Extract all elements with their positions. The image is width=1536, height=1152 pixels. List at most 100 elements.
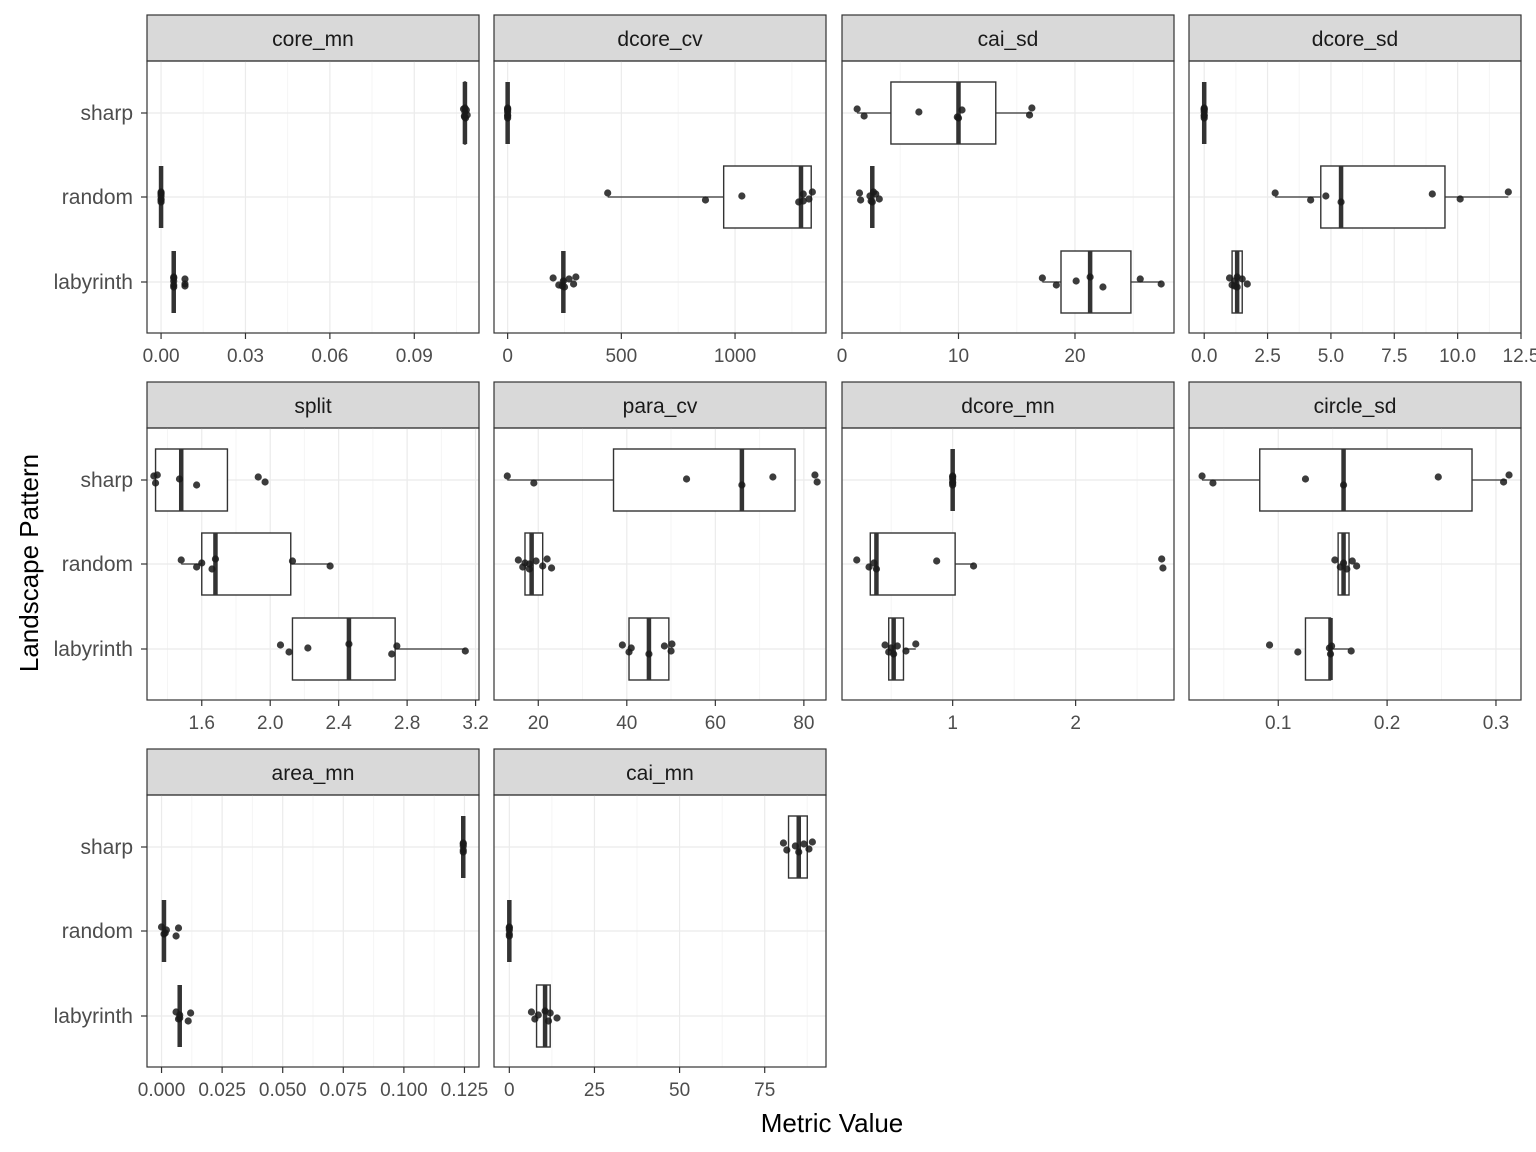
data-point xyxy=(1347,647,1355,655)
data-point xyxy=(547,564,556,572)
data-point xyxy=(912,640,920,648)
data-point xyxy=(1339,481,1348,489)
data-point xyxy=(1052,281,1060,289)
data-point xyxy=(261,478,269,486)
data-point xyxy=(811,471,819,479)
data-point xyxy=(184,1017,192,1025)
box-random xyxy=(853,532,1167,596)
data-point xyxy=(1200,111,1208,119)
data-point xyxy=(1265,641,1274,649)
data-point xyxy=(1428,190,1436,198)
data-point xyxy=(1159,564,1167,572)
data-point xyxy=(668,640,676,648)
x-tick-label: 0.00 xyxy=(143,346,180,367)
x-tick-label: 60 xyxy=(705,713,726,734)
box-labyrinth xyxy=(618,617,676,681)
facet-strip xyxy=(146,381,480,429)
box-labyrinth xyxy=(276,617,469,681)
box-labyrinth xyxy=(172,985,195,1047)
data-point xyxy=(1456,195,1464,203)
data-point xyxy=(875,195,883,203)
box-sharp xyxy=(779,815,816,879)
data-point xyxy=(388,650,396,658)
data-point xyxy=(783,846,791,854)
facet-title: split xyxy=(294,395,332,418)
data-point xyxy=(461,104,469,112)
panel-border xyxy=(841,60,1175,334)
data-point xyxy=(1028,104,1036,112)
data-point xyxy=(1231,282,1239,290)
data-point xyxy=(170,283,178,291)
panel-border xyxy=(1188,60,1522,334)
x-tick-label: 0.075 xyxy=(320,1080,368,1101)
box-sharp xyxy=(853,81,1036,145)
data-point xyxy=(645,650,653,658)
data-point xyxy=(505,932,513,940)
data-point xyxy=(544,1017,553,1025)
data-point xyxy=(682,475,691,483)
data-point xyxy=(1271,189,1279,197)
data-point xyxy=(1505,471,1513,479)
panel-border xyxy=(493,60,827,334)
y-tick-label: labyrinth xyxy=(54,1005,133,1028)
data-point xyxy=(532,557,540,565)
data-point xyxy=(969,562,978,570)
data-point xyxy=(459,840,467,848)
data-point xyxy=(1307,196,1315,204)
panel-border xyxy=(841,427,1175,701)
box-labyrinth xyxy=(1265,617,1355,681)
panel-border xyxy=(493,427,827,701)
data-point xyxy=(543,555,551,563)
data-point xyxy=(1157,280,1165,288)
data-point xyxy=(1326,650,1335,658)
x-tick-label: 0.125 xyxy=(441,1080,489,1101)
box-random xyxy=(1271,165,1512,229)
data-point xyxy=(1038,274,1046,282)
x-tick-label: 50 xyxy=(669,1080,690,1101)
box-random xyxy=(1331,532,1361,596)
data-point xyxy=(208,565,216,573)
box-sharp xyxy=(150,448,269,512)
data-point xyxy=(177,556,185,564)
data-point xyxy=(1233,273,1241,281)
data-point xyxy=(198,559,206,567)
data-point xyxy=(549,274,557,282)
x-tick-label: 0.000 xyxy=(138,1080,186,1101)
data-point xyxy=(1025,111,1034,119)
box-labyrinth xyxy=(1038,250,1165,314)
x-tick-label: 75 xyxy=(754,1080,775,1101)
data-point xyxy=(1322,192,1330,200)
data-point xyxy=(902,647,910,655)
x-tick-label: 1.6 xyxy=(189,713,215,734)
data-point xyxy=(1072,277,1080,285)
data-point xyxy=(953,113,961,121)
data-point xyxy=(504,104,512,112)
data-point xyxy=(525,565,534,573)
data-point xyxy=(799,197,807,205)
data-point xyxy=(865,563,873,571)
data-point xyxy=(1337,198,1345,206)
box-random xyxy=(505,900,513,962)
facet-title: dcore_cv xyxy=(617,28,703,51)
data-point xyxy=(870,559,878,567)
data-point xyxy=(1348,557,1356,565)
data-point xyxy=(869,188,878,196)
data-point xyxy=(326,562,334,570)
x-tick-label: 12.5 xyxy=(1503,346,1536,367)
box-random xyxy=(514,532,556,596)
box-labyrinth xyxy=(527,984,561,1048)
data-point xyxy=(461,113,469,121)
box-random xyxy=(157,900,183,962)
x-tick-label: 0.0 xyxy=(1191,346,1217,367)
x-tick-label: 0 xyxy=(502,346,513,367)
data-point xyxy=(181,282,189,290)
y-tick-label: sharp xyxy=(80,836,133,859)
x-tick-label: 40 xyxy=(616,713,637,734)
y-tick-label: sharp xyxy=(80,469,133,492)
box-sharp xyxy=(504,82,512,144)
box-random xyxy=(855,166,883,228)
data-point xyxy=(1198,472,1206,480)
data-point xyxy=(667,647,675,655)
